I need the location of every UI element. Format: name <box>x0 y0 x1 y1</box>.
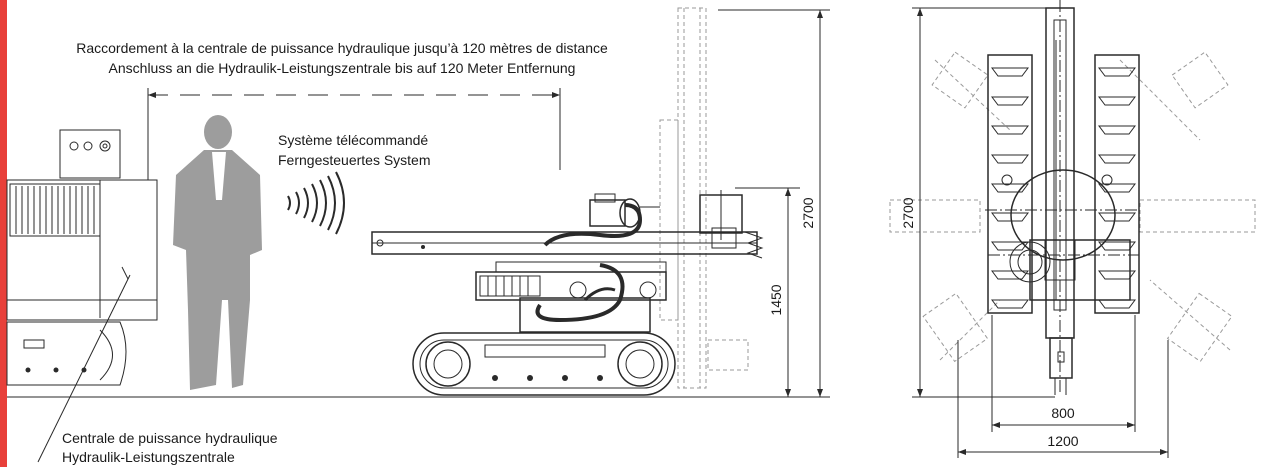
top-dimension-2700 <box>912 7 1055 398</box>
wireless-signal-icon <box>287 171 345 235</box>
top-track-right <box>1094 54 1140 314</box>
power-unit-control-box <box>59 129 121 179</box>
rig-hose <box>543 203 643 247</box>
side-height-base-label: 1450 <box>768 284 784 315</box>
rig-drill-motor <box>589 193 660 228</box>
top-turntable <box>1010 169 1116 261</box>
remote-label-de: Ferngesteuertes System <box>278 152 431 168</box>
power-unit <box>6 129 158 386</box>
top-dimension-1200 <box>957 340 1169 458</box>
drilling-rig-top <box>889 0 1256 395</box>
power-unit-track <box>6 321 127 386</box>
drilling-rig-side <box>371 7 764 396</box>
power-unit-leader <box>37 274 131 463</box>
connection-distance-line <box>147 88 561 180</box>
top-dimension-800 <box>991 315 1136 432</box>
power-unit-label-fr: Centrale de puissance hydraulique <box>62 430 278 446</box>
person-silhouette <box>173 115 262 390</box>
crawler-track <box>412 332 676 396</box>
connection-label-de: Anschluss an die Hydraulik-Leistungszent… <box>109 60 576 76</box>
power-unit-vents <box>9 183 101 237</box>
rig-valve-bank <box>479 275 541 297</box>
top-length-label: 2700 <box>900 197 916 228</box>
side-dimension-1450 <box>735 187 800 397</box>
top-width-inner-label: 800 <box>1051 405 1075 421</box>
top-track-left <box>987 54 1033 314</box>
top-width-outer-label: 1200 <box>1047 433 1078 449</box>
remote-label-fr: Système télécommandé <box>278 132 428 148</box>
connection-label-fr: Raccordement à la centrale de puissance … <box>76 40 608 56</box>
side-dimension-2700 <box>718 9 830 397</box>
accent-bar <box>0 0 7 467</box>
power-unit-label-de: Hydraulik-Leistungszentrale <box>62 449 235 465</box>
side-height-total-label: 2700 <box>800 197 816 228</box>
